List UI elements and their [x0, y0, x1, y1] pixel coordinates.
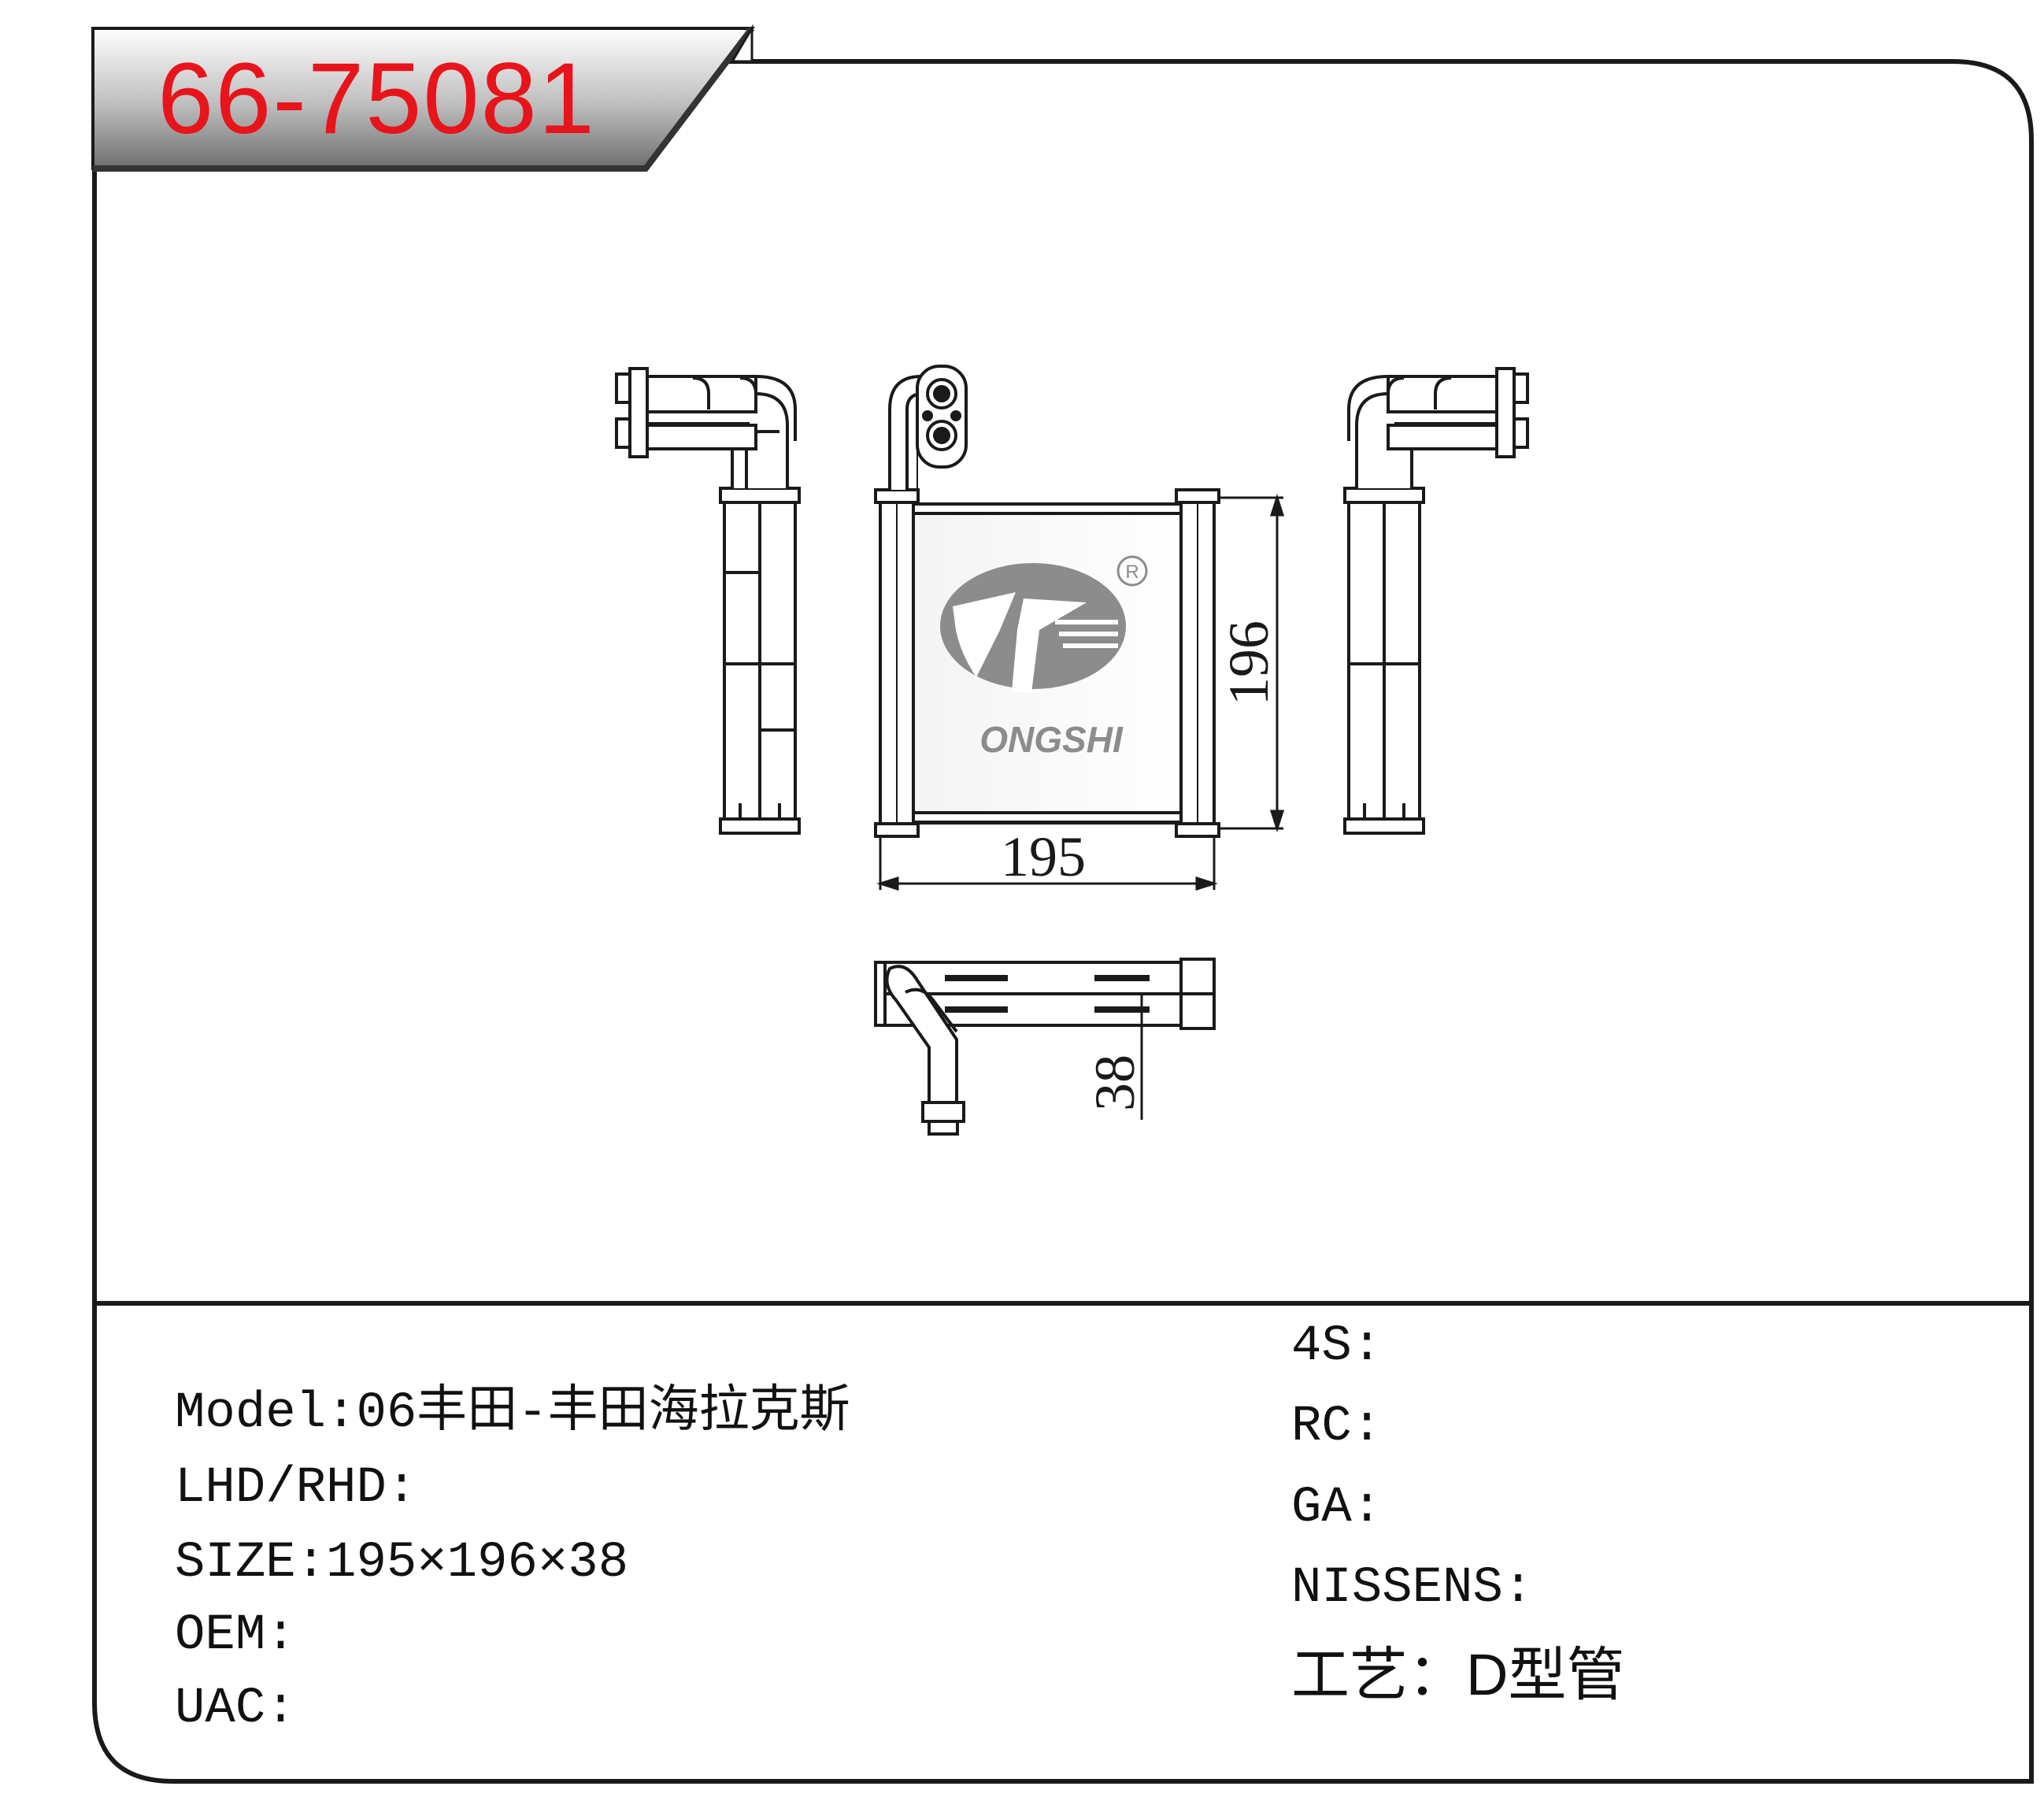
spec-model: Model:06丰田-丰田海拉克斯 — [175, 1385, 850, 1442]
left-side-view — [615, 367, 801, 835]
spec-uac: UAC: — [175, 1681, 296, 1737]
ref-process: 工艺：D型管 — [1291, 1642, 1625, 1707]
height-dimension — [1219, 494, 1285, 832]
top-view — [874, 958, 1216, 1136]
brand-logo: R ONGSHI — [940, 555, 1148, 760]
width-dimension — [876, 836, 1218, 891]
ref-rc: RC: — [1291, 1399, 1383, 1455]
right-side-view — [1343, 367, 1529, 835]
outer-frame — [92, 59, 2034, 1784]
spec-oem: OEM: — [175, 1607, 296, 1664]
registered-mark: R — [1125, 561, 1139, 583]
spec-lhd-rhd: LHD/RHD: — [175, 1460, 417, 1517]
height-dim-label: 196 — [1217, 621, 1280, 706]
depth-dim-label: 38 — [1083, 1054, 1146, 1111]
brand-wordmark: ONGSHI — [979, 719, 1124, 760]
spec-size: SIZE:195×196×38 — [175, 1535, 629, 1592]
width-dim-label: 195 — [1001, 825, 1086, 888]
ref-4s: 4S: — [1291, 1318, 1383, 1375]
ref-nissens: NISSENS: — [1291, 1560, 1534, 1617]
part-number-title: 66-75081 — [157, 43, 596, 155]
ref-ga: GA: — [1291, 1480, 1383, 1536]
